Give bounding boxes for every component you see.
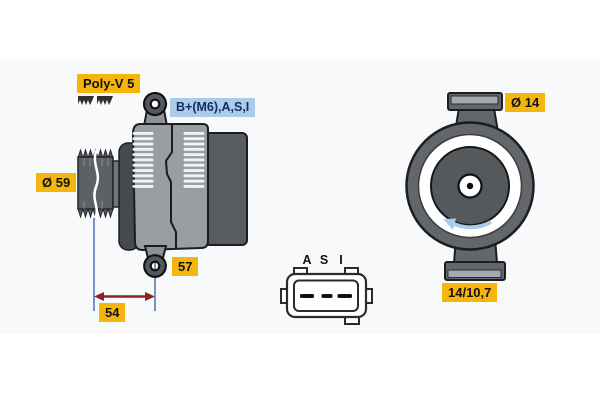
pin-label-i: I: [339, 253, 343, 267]
label-pulley-diameter: Ø 59: [36, 173, 77, 192]
rotation-arrow-icon: [443, 218, 492, 230]
vent-slots-right: [182, 131, 206, 188]
pin-slot-i: [337, 294, 352, 298]
pin-slot-a: [300, 294, 314, 298]
bottom-mounting-eyelet: [143, 254, 167, 278]
belt-profile-icon: [78, 96, 113, 105]
connector-plug: [280, 267, 373, 325]
rear-view-drawing: [405, 92, 535, 281]
break-line: [93, 149, 100, 219]
pin-slot-s: [321, 294, 333, 298]
shaft-center: [466, 182, 474, 190]
dimension-arrow-54: [94, 292, 155, 301]
label-terminal: B+(M6),A,S,I: [170, 98, 256, 117]
label-belt-type: Poly-V 5: [77, 74, 141, 93]
b-plus-terminal-eyelet: [142, 91, 168, 117]
side-view-drawing: [77, 91, 248, 311]
label-mount-ratio: 14/10,7: [442, 283, 498, 302]
pin-label-s: S: [319, 253, 329, 267]
pulley: [77, 148, 114, 219]
label-mount-hole: 57: [172, 257, 199, 276]
rear-housing-block: [204, 132, 248, 246]
label-mount-distance: 54: [99, 303, 126, 322]
label-shaft-diameter: Ø 14: [505, 93, 546, 112]
pin-label-a: A: [302, 253, 312, 267]
housing-seam: [164, 124, 177, 249]
vent-slots-left: [131, 131, 155, 189]
